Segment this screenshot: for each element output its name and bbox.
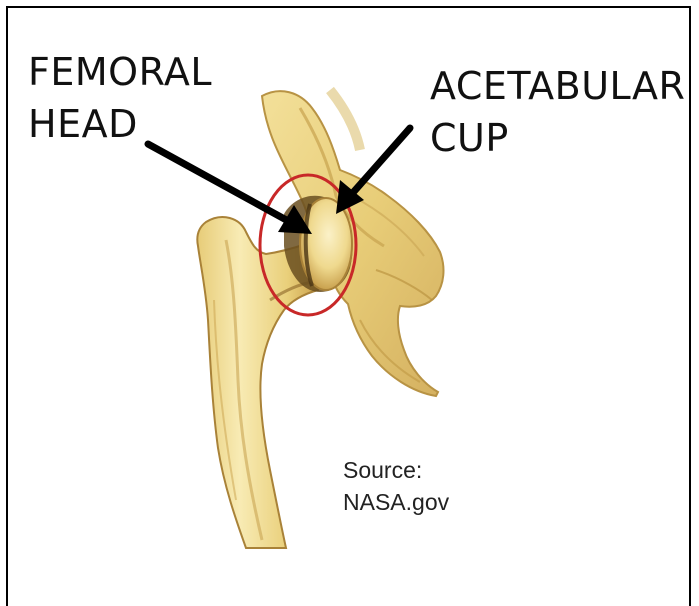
acetabular-cup-label-line2: CUP xyxy=(430,112,685,164)
acetabular-cup-label-line1: ACETABULAR xyxy=(430,60,685,112)
source-credit-line1: Source: xyxy=(343,454,449,486)
femoral-head-label: FEMORAL HEAD xyxy=(28,46,212,150)
acetabular-cup-label: ACETABULAR CUP xyxy=(430,60,685,164)
source-credit: Source: NASA.gov xyxy=(343,454,449,518)
source-credit-line2: NASA.gov xyxy=(343,486,449,518)
femoral-head-label-line2: HEAD xyxy=(28,98,212,150)
femoral-head-label-line1: FEMORAL xyxy=(28,46,212,98)
